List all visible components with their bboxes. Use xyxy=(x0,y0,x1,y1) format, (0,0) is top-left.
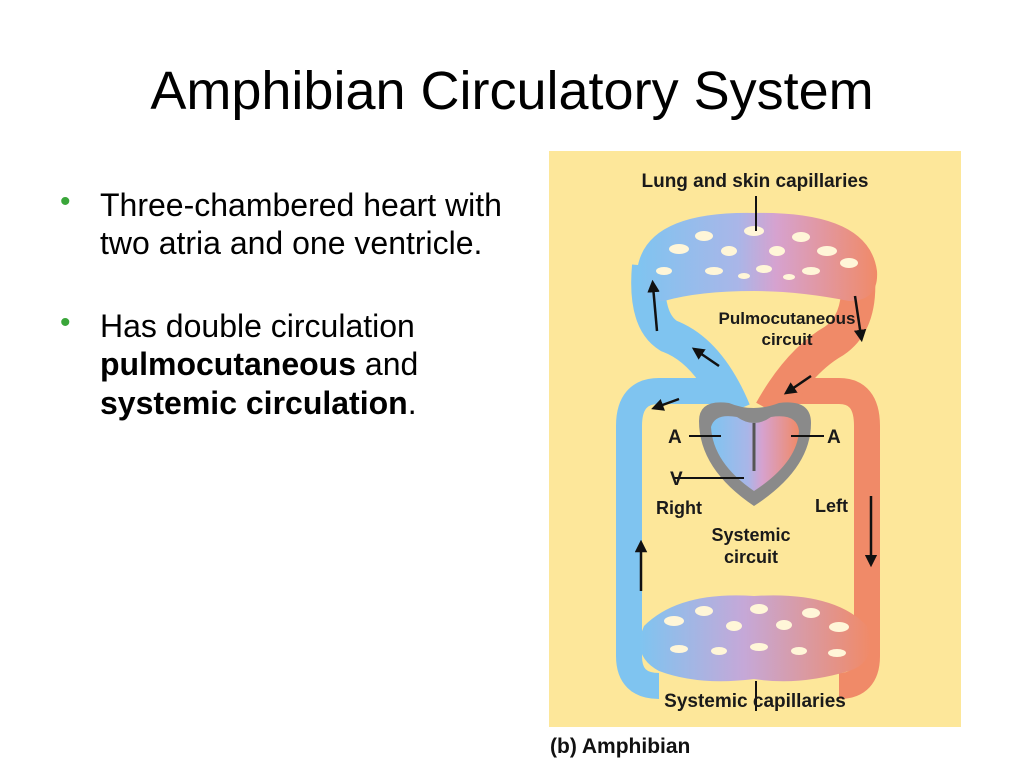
circulation-diagram-svg: Lung and skin capillaries Pulmocutaneous… xyxy=(616,171,880,712)
bullet-list: • Three-chambered heart with two atria a… xyxy=(58,185,528,466)
bullet-text-prefix: Has double circulation xyxy=(100,307,415,344)
label-right: Right xyxy=(656,498,702,518)
systemic-capillary-pores xyxy=(664,604,849,657)
bullet-term-systemic: systemic circulation xyxy=(100,384,408,421)
bullet-dot-icon: • xyxy=(60,185,71,218)
label-left: Left xyxy=(815,496,848,516)
figure-caption: (b) Amphibian xyxy=(550,735,691,758)
arrow-pulmonary-return xyxy=(853,295,867,343)
bullet-item: • Has double circulation pulmocutaneous … xyxy=(58,305,528,422)
bullet-text-middle: and xyxy=(356,346,419,383)
systemic-loop-red xyxy=(784,378,880,699)
label-atrium-left-side: A xyxy=(668,427,682,448)
label-atrium-right-side: A xyxy=(827,427,841,448)
slide-title: Amphibian Circulatory System xyxy=(150,61,874,121)
label-pulmocutaneous-2: circuit xyxy=(761,330,812,349)
bullet-text-suffix: . xyxy=(407,384,417,421)
bullet-item: • Three-chambered heart with two atria a… xyxy=(58,185,528,263)
systemic-loop-blue xyxy=(616,378,719,699)
arrow-systemic-out xyxy=(651,397,680,411)
label-systemic-1: Systemic xyxy=(711,525,790,545)
label-pulmocutaneous-1: Pulmocutaneous xyxy=(719,309,856,328)
bullet-dot-icon: • xyxy=(60,305,71,339)
lung-capillary-pores xyxy=(656,226,858,280)
leader-lines xyxy=(673,196,824,711)
arrow-pulmonary-in xyxy=(783,374,812,395)
label-systemic-2: circuit xyxy=(724,547,778,567)
label-lung-capillaries: Lung and skin capillaries xyxy=(641,171,868,192)
flow-arrows xyxy=(634,279,878,591)
bullet-term-pulmocutaneous: pulmocutaneous xyxy=(100,346,357,383)
circulation-diagram: Lung and skin capillaries Pulmocutaneous… xyxy=(549,151,961,727)
arrow-pulmonary-up xyxy=(647,279,660,332)
arrow-pulmonary-mid xyxy=(691,347,720,368)
label-ventricle: V xyxy=(670,469,683,490)
bullet-text: Three-chambered heart with two atria and… xyxy=(100,187,502,262)
label-systemic-capillaries: Systemic capillaries xyxy=(664,691,846,712)
